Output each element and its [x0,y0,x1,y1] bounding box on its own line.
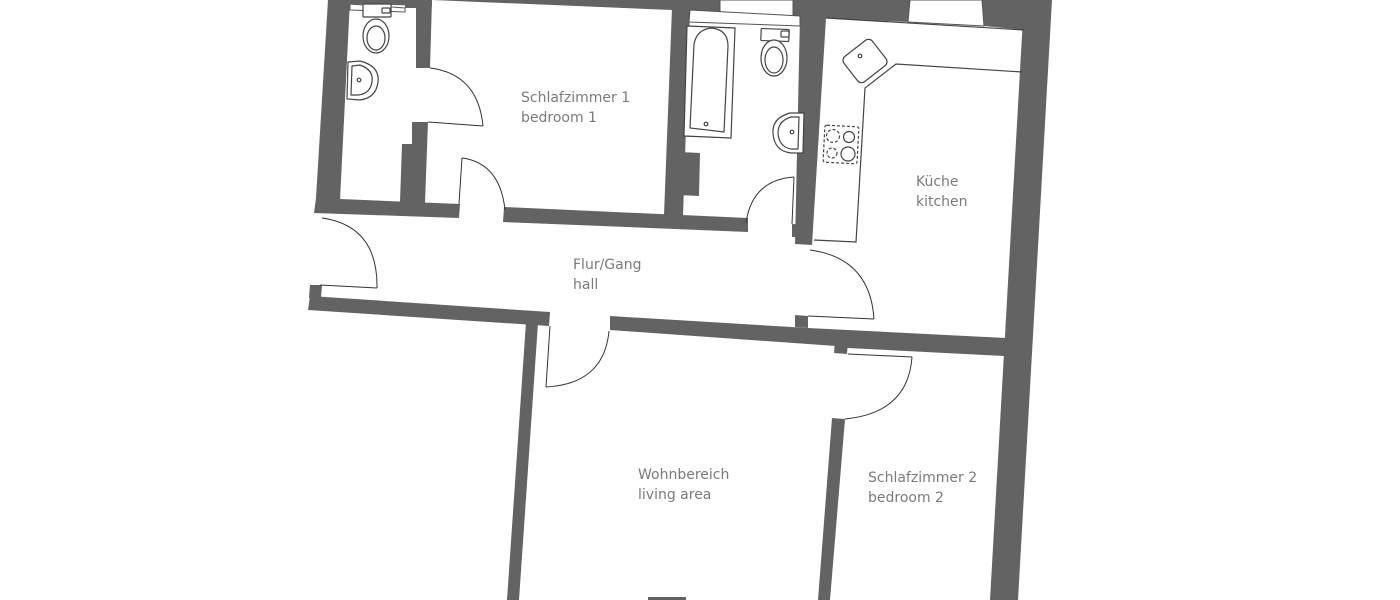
wall-wc-left [316,0,350,200]
wall-hall-bottom-left [308,296,550,326]
kitchen-counter-top-edge [825,17,1025,31]
room-interiors [688,9,1025,243]
doors [319,67,913,420]
stove-icon [822,124,860,165]
wall-hall-kitchen-stub [795,315,808,328]
walls [308,0,1052,600]
wall-hall-left-stub [309,285,322,298]
wall-hall-top-left [314,198,460,218]
room-name-en: hall [573,277,599,293]
wall-right-outer [990,0,1052,600]
wall-wc-bedroom1-upper [405,0,432,68]
window-kitchen [907,0,985,27]
room-label-hall: Flur/Gang hall [573,255,641,295]
wall-hall-bottom-right [610,316,1006,356]
wall-wc-bedroom1-lower [400,122,428,203]
kitchen-counter-outline [813,63,1023,243]
wall-living-left [507,322,538,600]
door-bedroom2 [844,353,913,420]
bath-ledge [688,9,801,27]
room-name-en: kitchen [916,194,968,210]
wall-living-bottom-stub [648,597,686,600]
wall-living-bedroom2 [818,418,845,600]
door-bathroom [745,176,795,225]
room-name-de: Schlafzimmer 2 [868,470,978,486]
room-label-bedroom1: Schlafzimmer 1 bedroom 1 [521,88,630,128]
wall-bedroom2-door-stub [834,340,848,354]
door-living [545,325,610,388]
room-name-en: living area [638,487,712,503]
room-label-bedroom2: Schlafzimmer 2 bedroom 2 [868,468,977,508]
wall-hall-top-mid [503,207,748,232]
door-kitchen [807,249,875,320]
sink-icon [346,60,379,101]
wall-top-bath-right [793,0,910,22]
fixtures [346,3,888,165]
sink-icon [772,112,805,154]
toilet-icon [362,3,392,54]
door-bedroom1 [458,157,506,211]
toilet-icon [760,27,790,77]
room-name-de: Schlafzimmer 1 [521,90,631,106]
bathtub-icon [683,25,736,139]
door-wc [427,67,484,127]
wall-top-bath [690,0,720,12]
wall-top-bedroom1 [432,0,720,14]
kitchen-sink-icon [842,38,888,84]
wall-bath-door-stub [792,224,810,238]
wall-bath-kitchen [795,16,826,245]
room-name-de: Flur/Gang [573,257,642,273]
room-name-en: bedroom 2 [868,490,944,506]
room-label-kitchen: Küche kitchen [916,172,968,212]
wall-bath-step [679,152,700,196]
room-name-de: Wohnbereich [638,467,730,483]
room-label-living: Wohnbereich living area [638,465,729,505]
door-entrance [319,217,378,289]
room-name-en: bedroom 1 [521,110,597,126]
room-name-de: Küche [916,174,959,190]
